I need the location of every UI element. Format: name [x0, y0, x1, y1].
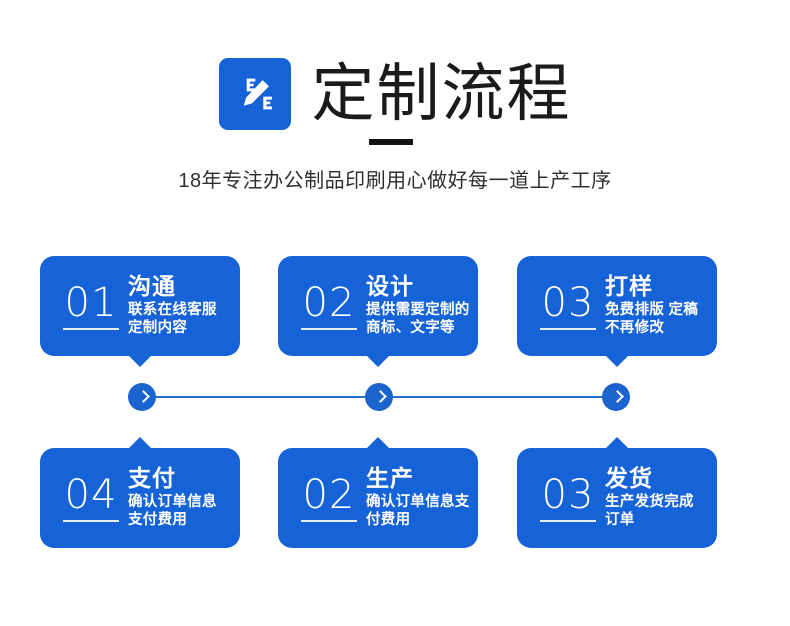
- connector-node-2[interactable]: [365, 383, 393, 411]
- step-title: 打样: [605, 273, 653, 299]
- step-desc-line-2: 商标、文字等: [366, 320, 455, 336]
- step-desc-line-2: 定制内容: [128, 320, 188, 336]
- step-title: 生产: [366, 465, 414, 491]
- step-number-block: 02: [292, 475, 366, 522]
- step-card-05[interactable]: 02 生产 确认订单信息支 付费用: [278, 437, 478, 548]
- step-connector: [128, 383, 630, 411]
- step-card-04[interactable]: 04 支付 确认订单信息 支付费用: [40, 437, 240, 548]
- step-title: 发货: [605, 465, 653, 491]
- step-number: 02: [302, 279, 356, 326]
- step-number-block: 04: [54, 475, 128, 522]
- step-number-block: 03: [531, 283, 605, 330]
- step-number-rule: [63, 519, 119, 522]
- card-pointer-down-icon: [606, 356, 628, 367]
- card-pointer-up-icon: [367, 437, 389, 448]
- step-desc-line-2: 订单: [605, 512, 635, 528]
- step-number-rule: [301, 519, 357, 522]
- title-row: 定制流程: [0, 58, 790, 130]
- step-number-rule: [63, 327, 119, 330]
- step-title: 设计: [366, 273, 414, 299]
- card-pointer-down-icon: [129, 356, 151, 367]
- card-pointer-down-icon: [367, 356, 389, 367]
- step-desc-line-1: 确认订单信息支: [366, 494, 470, 510]
- step-desc-line-2: 支付费用: [128, 512, 188, 528]
- step-desc-line-1: 确认订单信息: [128, 494, 217, 510]
- step-title: 沟通: [128, 273, 176, 299]
- step-body: 支付 确认订单信息 支付费用: [128, 465, 240, 529]
- page-subtitle: 18年专注办公制品印刷用心做好每一道上产工序: [178, 170, 612, 192]
- pencil-ruler-icon: [218, 58, 291, 130]
- step-number-rule: [540, 327, 596, 330]
- step-number: 02: [302, 471, 356, 518]
- page-title: 定制流程: [311, 59, 572, 129]
- step-number-rule: [540, 519, 596, 522]
- step-card-06[interactable]: 03 发货 生产发货完成 订单: [517, 437, 717, 548]
- step-body: 沟通 联系在线客服 定制内容: [128, 273, 240, 337]
- step-number: 04: [64, 471, 118, 518]
- step-card-03[interactable]: 03 打样 免费排版 定稿 不再修改: [517, 256, 717, 367]
- connector-node-3[interactable]: [602, 383, 630, 411]
- step-card-02[interactable]: 02 设计 提供需要定制的 商标、文字等: [278, 256, 478, 367]
- step-desc-line-2: 不再修改: [605, 320, 665, 336]
- step-body: 设计 提供需要定制的 商标、文字等: [366, 273, 478, 337]
- step-number: 03: [541, 279, 595, 326]
- page-header: 定制流程 18年专注办公制品印刷用心做好每一道上产工序: [0, 0, 790, 210]
- step-desc-line-2: 付费用: [366, 512, 411, 528]
- connector-node-1[interactable]: [128, 383, 156, 411]
- step-number: 03: [541, 471, 595, 518]
- step-number-block: 02: [292, 283, 366, 330]
- step-body: 生产 确认订单信息支 付费用: [366, 465, 478, 529]
- step-title: 支付: [128, 465, 176, 491]
- step-body: 打样 免费排版 定稿 不再修改: [605, 273, 717, 337]
- step-desc-line-1: 提供需要定制的: [366, 302, 470, 318]
- step-number-block: 03: [531, 475, 605, 522]
- title-underline: [369, 139, 413, 145]
- step-desc-line-1: 联系在线客服: [128, 302, 217, 318]
- step-desc-line-1: 生产发货完成: [605, 494, 694, 510]
- step-card-01[interactable]: 01 沟通 联系在线客服 定制内容: [40, 256, 240, 367]
- step-number-rule: [301, 327, 357, 330]
- step-number: 01: [64, 279, 118, 326]
- card-pointer-up-icon: [129, 437, 151, 448]
- step-body: 发货 生产发货完成 订单: [605, 465, 717, 529]
- step-number-block: 01: [54, 283, 128, 330]
- step-desc-line-1: 免费排版 定稿: [605, 302, 699, 318]
- card-pointer-up-icon: [606, 437, 628, 448]
